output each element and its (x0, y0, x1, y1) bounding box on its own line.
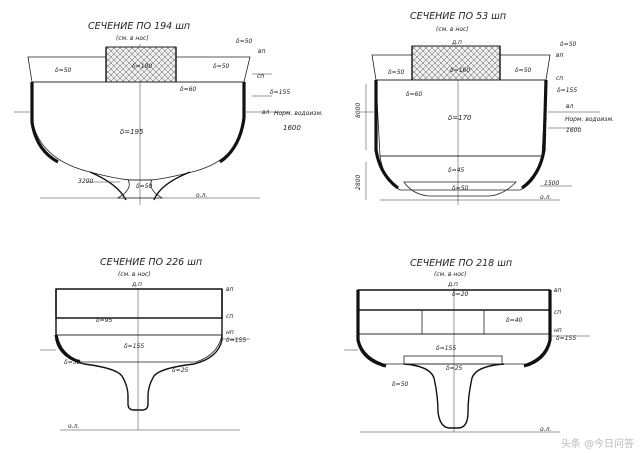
label-dp: д.п (451, 39, 462, 46)
label-dp: д.п (447, 281, 458, 288)
section-title: СЕЧЕНИЕ ПО 194 шп (88, 21, 190, 32)
label-ol: о.л. (540, 194, 551, 201)
label-waterline-value: 1600 (283, 124, 301, 132)
label-hold: δ=155 (436, 345, 456, 352)
label-deck-left: δ=50 (55, 67, 72, 74)
label-hull: δ=155 (556, 335, 576, 342)
label-deck-left: δ=50 (388, 69, 405, 76)
section-subtitle: (см. в нос) (118, 271, 151, 278)
label-dp: д.п (131, 281, 142, 288)
label-hull: δ=155 (226, 337, 246, 344)
side-belt-left (374, 80, 399, 190)
side-belt-left (356, 290, 387, 368)
section-title: СЕЧЕНИЕ ПО 226 шп (100, 257, 202, 268)
label-np: нп (554, 327, 562, 334)
keel-plate (403, 355, 503, 365)
section-subtitle: (см. в нос) (436, 26, 469, 33)
label-vl: вл (262, 109, 270, 116)
label-ol: о.л. (196, 192, 207, 199)
section-subtitle: (см. в нос) (434, 271, 467, 278)
section-194: СЕЧЕНИЕ ПО 194 шп (см. в нос) δ=50 δ=180… (14, 21, 323, 205)
label-np: нп (226, 329, 234, 336)
label-ol: о.л. (540, 426, 551, 433)
label-waterline-value: 1600 (566, 127, 581, 134)
section-title: СЕЧЕНИЕ ПО 53 шп (410, 11, 506, 22)
keel-fin (83, 363, 195, 411)
label-hold: δ=195 (120, 128, 144, 136)
label-keel: δ=25 (172, 367, 189, 374)
label-keel: δ=50 (452, 185, 469, 192)
label-bottom-left: 2800 (355, 175, 362, 190)
hull-side-left (55, 289, 85, 365)
label-bulkhead: δ=50 (236, 38, 253, 45)
section-subtitle: (см. в нос) (116, 35, 149, 42)
lower-hull-curve (89, 171, 191, 201)
label-sp: сп (556, 75, 563, 82)
label-inner: δ=60 (180, 86, 197, 93)
label-side: δ=50 (64, 359, 81, 366)
label-upper: δ=95 (96, 317, 113, 324)
label-bulkhead: δ=50 (560, 41, 577, 48)
label-ol: о.л. (68, 423, 79, 430)
label-lower: δ=45 (448, 167, 465, 174)
side-belt-right (523, 290, 552, 368)
label-keel: δ=25 (446, 365, 463, 372)
label-sp: сп (226, 313, 233, 320)
label-deck-center: δ=180 (132, 63, 152, 70)
label-hull: δ=155 (557, 87, 577, 94)
label-waterline-note: Норм. водоизм. (565, 116, 614, 123)
label-deck-center: δ=160 (450, 67, 470, 74)
label-keel: δ=50 (136, 183, 153, 190)
label-height-left: 8000 (355, 103, 362, 118)
label-sp: сп (257, 73, 264, 80)
label-deck-right: δ=50 (213, 63, 230, 70)
label-side: δ=50 (392, 381, 409, 388)
section-218: СЕЧЕНИЕ ПО 218 шп (см. в нос) д.п δ=20 δ… (344, 258, 590, 433)
keel-fin (403, 363, 505, 429)
label-deck-right: δ=40 (506, 317, 523, 324)
section-53: СЕЧЕНИЕ ПО 53 шп (см. в нос) д.п δ=50 δ=… (355, 11, 614, 205)
label-waterline-note: Норм. водоизм. (274, 110, 323, 117)
center-armor-box (411, 45, 501, 81)
label-vp: вп (554, 287, 562, 294)
mid-deck (55, 317, 223, 336)
side-belt-right (219, 82, 246, 164)
label-keel-depth: 3200 (78, 178, 93, 185)
section-226: СЕЧЕНИЕ ПО 226 шп (см. в нос) д.п δ=95 δ… (40, 257, 250, 431)
section-title: СЕЧЕНИЕ ПО 218 шп (410, 258, 512, 269)
label-hold: δ=155 (124, 343, 144, 350)
side-belt-left (30, 82, 59, 164)
side-belt-right (521, 79, 548, 190)
label-vl: вл (566, 103, 574, 110)
label-hull: δ=155 (270, 89, 290, 96)
label-deck-right: δ=50 (515, 67, 532, 74)
label-sp: сп (554, 309, 561, 316)
center-box (421, 309, 485, 335)
label-inner: δ=60 (406, 91, 423, 98)
watermark: 头条 @今日问答 (560, 439, 634, 450)
hull-side-right (193, 289, 223, 365)
label-vp: вп (556, 52, 564, 59)
label-hold: δ=170 (448, 114, 472, 122)
label-keel-depth: 1500 (544, 180, 559, 187)
side-belt-left (54, 334, 81, 364)
label-deck: δ=20 (452, 291, 469, 298)
keel-block (403, 181, 517, 197)
label-vp: вп (226, 286, 234, 293)
upper-hull (55, 288, 223, 319)
label-vp: вп (258, 48, 266, 55)
